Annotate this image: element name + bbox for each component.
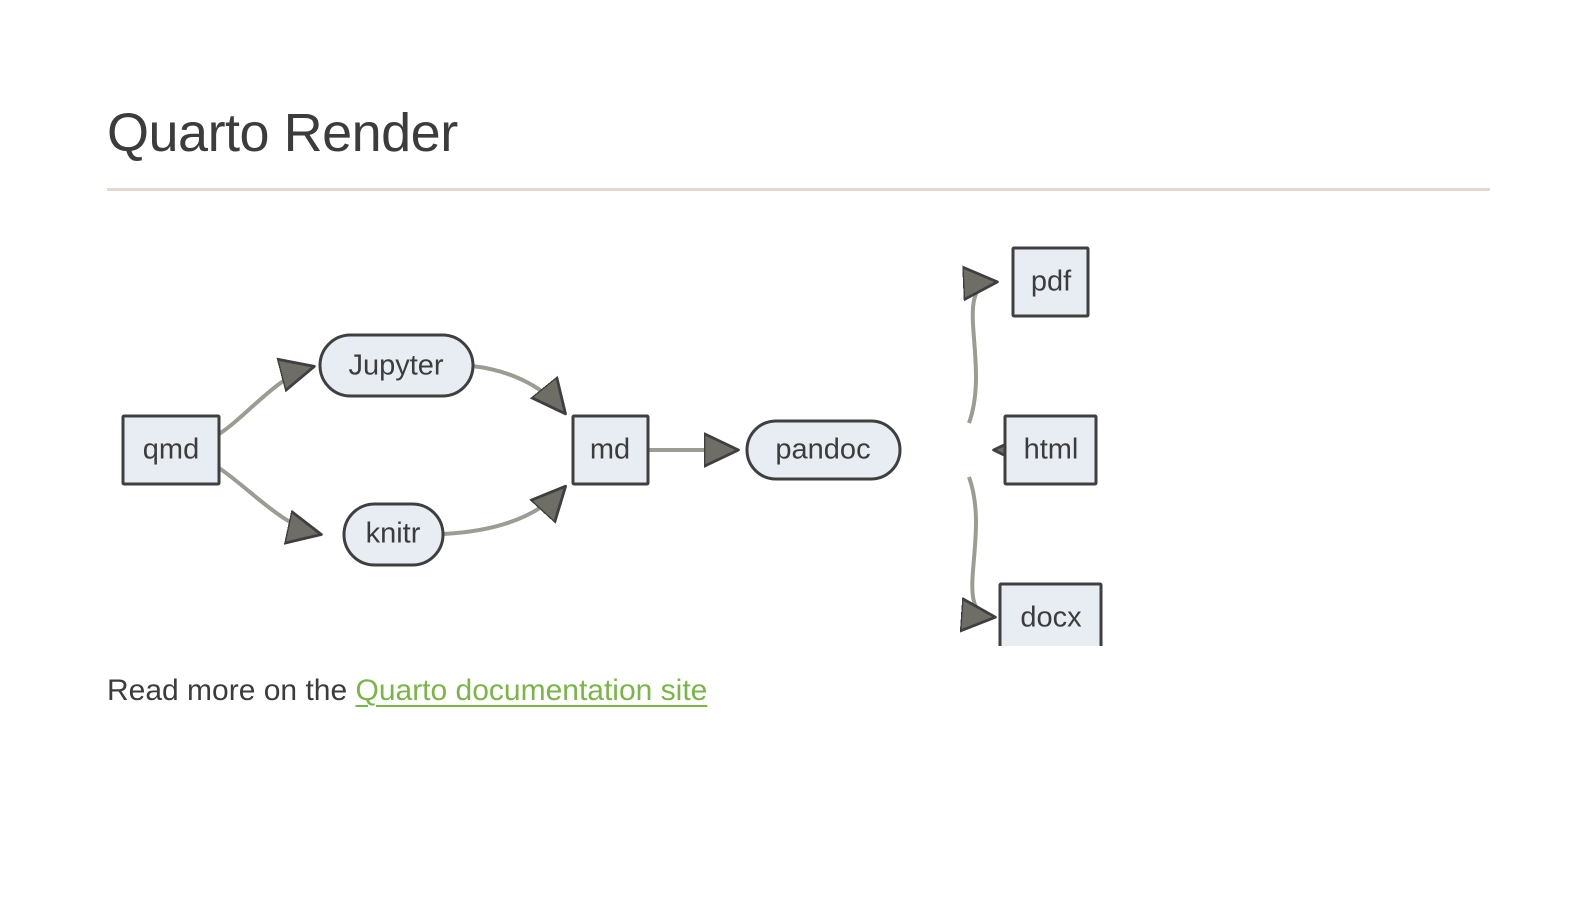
node-jupyter-shape[interactable] [318,333,475,398]
node-html-label: html [1024,434,1079,466]
node-pdf-shape[interactable] [1011,246,1090,318]
node-md[interactable]: md [571,414,650,486]
node-knitr-shape[interactable] [342,502,445,567]
node-qmd-label: qmd [143,434,199,466]
title-divider [107,188,1490,191]
node-html-shape[interactable] [1003,414,1098,486]
node-qmd[interactable]: qmd [121,414,221,486]
flowchart-svg: qmd Jupyter knitr md [121,246,1103,646]
node-pandoc-shape[interactable] [745,419,902,481]
footer-prefix-text: Read more on the [107,674,356,707]
footer-paragraph: Read more on the Quarto documentation si… [107,670,707,712]
edge-qmd-to-knitr [217,466,319,534]
quarto-render-flowchart: qmd Jupyter knitr md [107,216,1490,646]
node-html[interactable]: html [1003,414,1098,486]
flowchart-nodes: qmd Jupyter knitr md [121,246,1103,646]
node-docx[interactable]: docx [998,582,1103,646]
page-title: Quarto Render [107,103,458,163]
edge-pandoc-to-docx [969,476,993,617]
edge-jupyter-to-md [471,364,564,412]
quarto-documentation-link[interactable]: Quarto documentation site [355,674,708,707]
node-pandoc-label: pandoc [775,434,870,466]
node-knitr-label: knitr [366,518,421,550]
node-md-label: md [590,434,630,466]
node-md-shape[interactable] [571,414,650,486]
node-pdf[interactable]: pdf [1011,246,1090,318]
node-qmd-shape[interactable] [121,414,221,486]
node-jupyter-label: Jupyter [348,350,443,382]
edge-qmd-to-jupyter [217,367,312,436]
node-pdf-label: pdf [1031,266,1072,298]
node-docx-label: docx [1020,602,1082,634]
node-jupyter[interactable]: Jupyter [318,333,475,398]
edge-pandoc-to-pdf [969,282,995,424]
edge-knitr-to-md [442,488,564,536]
node-docx-shape[interactable] [998,582,1103,646]
node-pandoc[interactable]: pandoc [745,419,902,481]
node-knitr[interactable]: knitr [342,502,445,567]
flowchart-edges [217,282,1005,617]
